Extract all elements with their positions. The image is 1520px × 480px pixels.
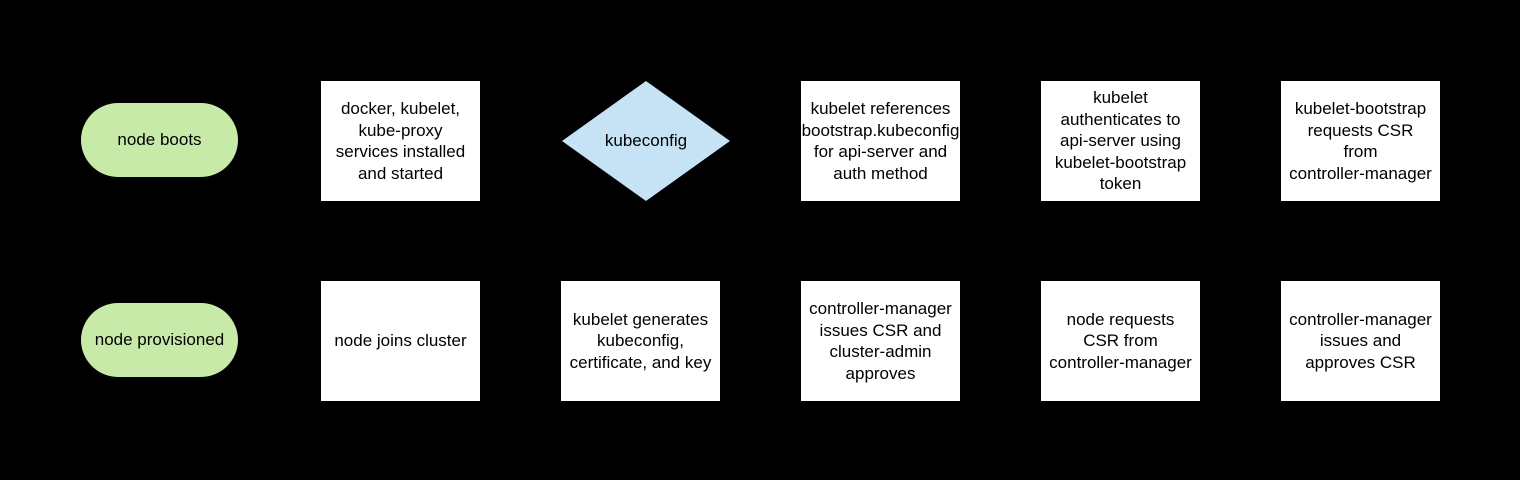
flow-node-kubelet-authenticates: kubelet authenticates to api-server usin… [1041,81,1200,201]
flow-node-label: kubelet references bootstrap.kubeconfig … [801,99,960,183]
flow-node-label: node joins cluster [334,331,467,351]
flow-node-label: docker, kubelet, kube-proxy services ins… [335,99,466,183]
flow-node-kubelet-generates: kubelet generates kubeconfig, certificat… [561,281,720,401]
flow-node-label: controller-manager issues and approves C… [1289,309,1432,372]
flow-node-label: kubelet-bootstrap requests CSR from cont… [1289,99,1432,183]
flow-node-label: node provisioned [94,330,225,350]
flow-node-node-requests-csr: node requests CSR from controller-manage… [1041,281,1200,401]
flow-node-kubeconfig: kubeconfig [562,81,730,201]
flow-node-node-provisioned: node provisioned [81,303,238,377]
flow-node-label: node boots [117,130,202,150]
flow-node-controller-manager-issues-csr: controller-manager issues CSR and cluste… [801,281,960,401]
flow-node-services-installed: docker, kubelet, kube-proxy services ins… [321,81,480,201]
flow-node-label: kubelet authenticates to api-server usin… [1054,88,1187,194]
flow-node-label: kubelet generates kubeconfig, certificat… [569,309,712,372]
flow-node-kubelet-bootstrap-requests-csr: kubelet-bootstrap requests CSR from cont… [1281,81,1440,201]
flow-node-label: controller-manager issues CSR and cluste… [809,299,952,383]
flow-node-node-joins-cluster: node joins cluster [321,281,480,401]
flow-node-label: kubeconfig [604,131,688,151]
flow-node-kubelet-references-bootstrap: kubelet references bootstrap.kubeconfig … [801,81,960,201]
flow-node-node-boots: node boots [81,103,238,177]
flow-node-controller-manager-issues-approves: controller-manager issues and approves C… [1281,281,1440,401]
flow-node-label: node requests CSR from controller-manage… [1049,309,1192,372]
